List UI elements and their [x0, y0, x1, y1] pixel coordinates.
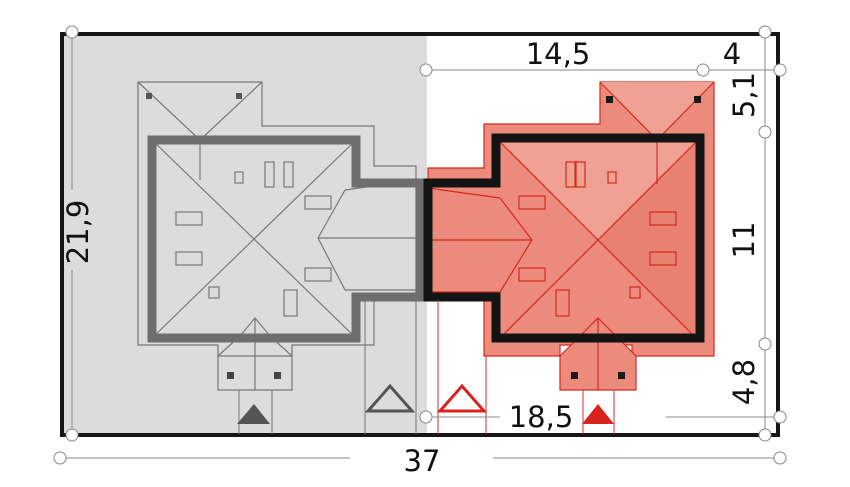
side-setback-label: 4 [723, 37, 741, 71]
front-setback-label: 4,8 [727, 359, 761, 405]
garage-entrance-marker [436, 383, 488, 413]
house-width-label: 14,5 [526, 37, 591, 71]
house-walls [423, 133, 705, 343]
neighbor-house-walls [147, 135, 425, 343]
neighbor-house [137, 81, 417, 391]
neighbor-distance-label: 18,5 [509, 400, 574, 434]
house-depth-label: 11 [727, 222, 761, 259]
house-entrance-marker [582, 404, 614, 424]
entrance-markers [237, 300, 615, 434]
plot-depth-label: 21,9 [61, 200, 95, 265]
neighbor-porch [217, 317, 293, 391]
neighbor-entrance-marker [237, 404, 270, 424]
neighbor-roof-outline [137, 81, 417, 357]
dimension-lines [53, 25, 787, 465]
plot-boundary [60, 32, 780, 437]
rear-setback-label: 5,1 [727, 72, 761, 118]
house [427, 81, 715, 391]
neighbor-garage-marker [364, 383, 416, 413]
neighbor-plot-area [62, 36, 427, 434]
plot-width-label: 37 [404, 444, 441, 478]
